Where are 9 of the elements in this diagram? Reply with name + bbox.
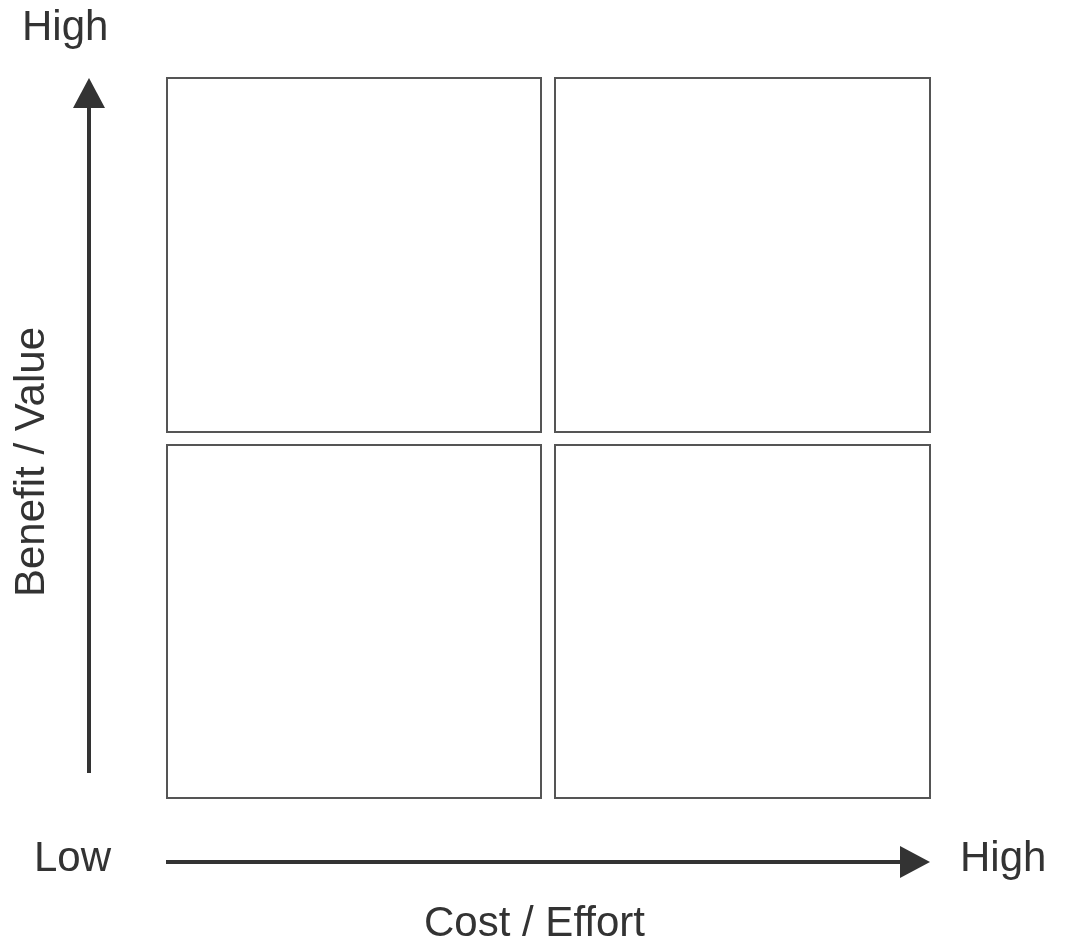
quadrant-box bbox=[166, 77, 542, 433]
quadrant-box bbox=[554, 77, 931, 433]
axis-end-label: High bbox=[22, 2, 109, 50]
axis-title: Benefit / Value bbox=[6, 326, 55, 598]
quadrant-box bbox=[554, 444, 931, 799]
axis-title: Cost / Effort bbox=[424, 898, 645, 946]
axis-end-label: High bbox=[960, 833, 1047, 881]
quadrant-box bbox=[166, 444, 542, 799]
axis-end-label: Low bbox=[34, 833, 112, 881]
